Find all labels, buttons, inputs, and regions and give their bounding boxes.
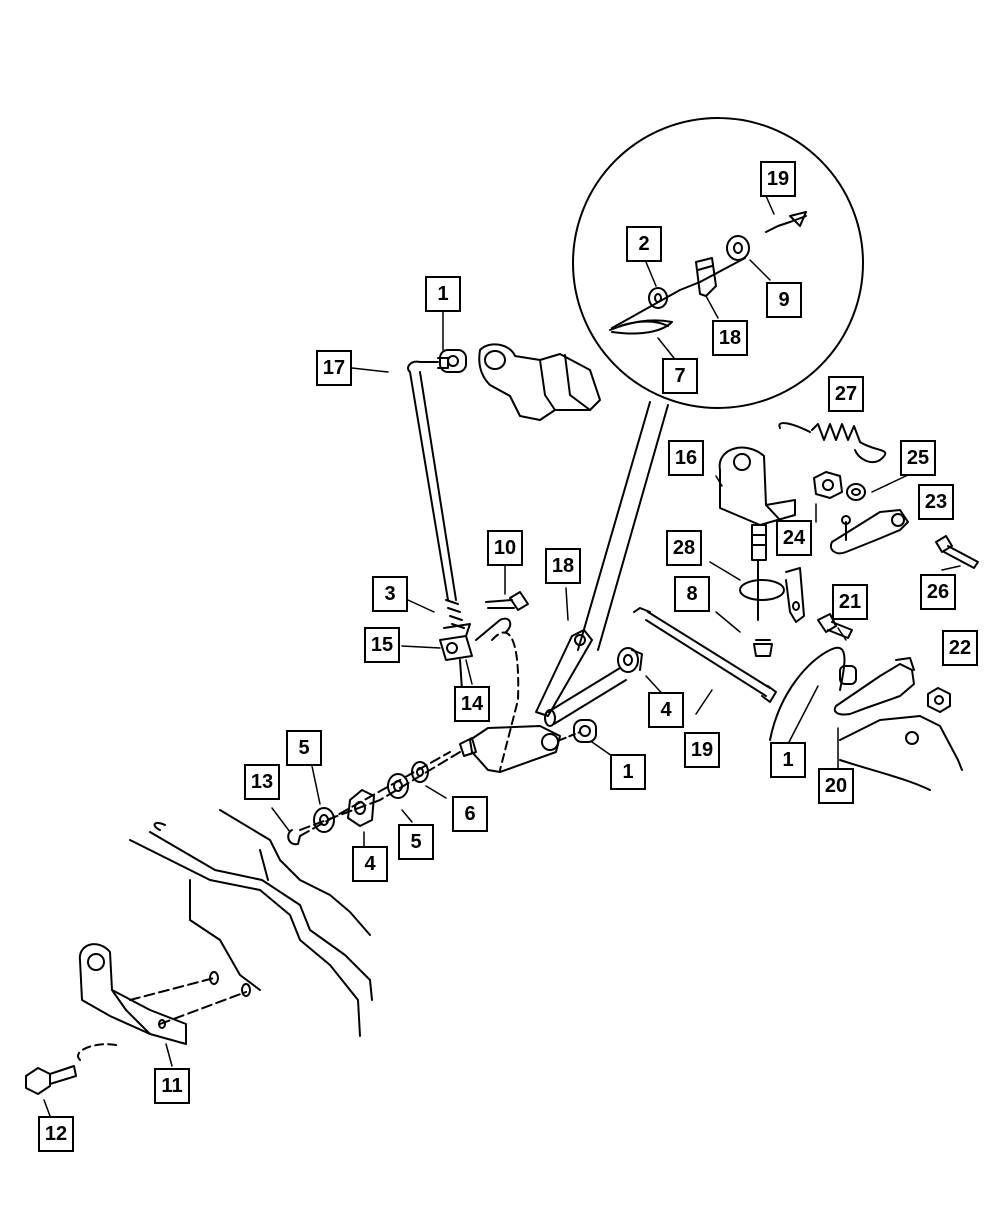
bell-crank-18 bbox=[535, 629, 593, 717]
detail-leader-line bbox=[577, 401, 651, 651]
bolt-26 bbox=[935, 535, 979, 569]
callout-9-detail: 9 bbox=[766, 282, 802, 318]
washer-5-upper bbox=[313, 807, 335, 833]
callout-11: 11 bbox=[154, 1068, 190, 1104]
callout-17: 17 bbox=[316, 350, 352, 386]
bushing-1-top bbox=[439, 349, 467, 373]
column-bracket bbox=[478, 343, 601, 421]
callout-1-mid: 1 bbox=[610, 754, 646, 790]
detail-bushing-19 bbox=[765, 211, 807, 233]
nut-24 bbox=[813, 471, 843, 499]
detail-clip-18 bbox=[695, 257, 717, 297]
callout-26: 26 bbox=[920, 574, 956, 610]
callout-18-detail: 18 bbox=[712, 320, 748, 356]
callout-5-bottom: 5 bbox=[398, 824, 434, 860]
callout-16: 16 bbox=[668, 440, 704, 476]
callout-10: 10 bbox=[487, 530, 523, 566]
transmission-housing-right bbox=[839, 715, 963, 791]
wire-link bbox=[769, 646, 846, 741]
leader-lines bbox=[43, 195, 961, 1117]
bracket-28 bbox=[739, 559, 805, 623]
callout-20: 20 bbox=[818, 768, 854, 804]
callout-4-bottom: 4 bbox=[352, 846, 388, 882]
cross-shaft bbox=[544, 667, 627, 727]
clip-14 bbox=[475, 617, 512, 641]
bolt-21 bbox=[817, 613, 853, 639]
callout-13: 13 bbox=[244, 764, 280, 800]
bushing-1-mid bbox=[573, 719, 597, 743]
lever-bracket-lower bbox=[459, 725, 561, 773]
callout-1-top: 1 bbox=[425, 276, 461, 312]
callout-24: 24 bbox=[776, 520, 812, 556]
callout-8: 8 bbox=[674, 576, 710, 612]
callout-3: 3 bbox=[372, 576, 408, 612]
detail-pin bbox=[611, 257, 746, 329]
callout-14: 14 bbox=[454, 686, 490, 722]
bolt-12 bbox=[25, 1065, 77, 1095]
callout-18-main: 18 bbox=[545, 548, 581, 584]
linkage-rod-19 bbox=[633, 607, 777, 703]
callout-4-right: 4 bbox=[648, 692, 684, 728]
detail-washer-2 bbox=[648, 287, 668, 309]
callout-28: 28 bbox=[666, 530, 702, 566]
callout-1-right: 1 bbox=[770, 742, 806, 778]
grommet-8 bbox=[753, 639, 773, 657]
adjuster-15 bbox=[439, 623, 473, 691]
frame-rail bbox=[129, 809, 373, 1037]
detail-circle bbox=[572, 117, 864, 409]
callout-25: 25 bbox=[900, 440, 936, 476]
shift-rod-17 bbox=[407, 357, 457, 601]
callout-22: 22 bbox=[942, 630, 978, 666]
washer-25 bbox=[846, 483, 866, 501]
spring-3 bbox=[445, 599, 465, 629]
spring-27 bbox=[778, 422, 887, 464]
lever-20 bbox=[833, 657, 951, 716]
detail-washer-9 bbox=[726, 235, 750, 261]
bushing-4-right bbox=[617, 647, 643, 673]
callout-19-main: 19 bbox=[684, 732, 720, 768]
callout-12: 12 bbox=[38, 1116, 74, 1152]
lever-23 bbox=[830, 509, 909, 555]
callout-27: 27 bbox=[828, 376, 864, 412]
callout-5-top: 5 bbox=[286, 730, 322, 766]
callout-15: 15 bbox=[364, 627, 400, 663]
callout-21: 21 bbox=[832, 584, 868, 620]
bracket-11 bbox=[77, 943, 251, 1061]
callout-2-detail: 2 bbox=[626, 226, 662, 262]
bracket-16 bbox=[718, 446, 796, 561]
callout-19-detail: 19 bbox=[760, 161, 796, 197]
callout-23: 23 bbox=[918, 484, 954, 520]
detail-cotter-7 bbox=[609, 319, 673, 335]
callout-6: 6 bbox=[452, 796, 488, 832]
bolt-10 bbox=[485, 591, 529, 611]
callout-7-detail: 7 bbox=[662, 358, 698, 394]
